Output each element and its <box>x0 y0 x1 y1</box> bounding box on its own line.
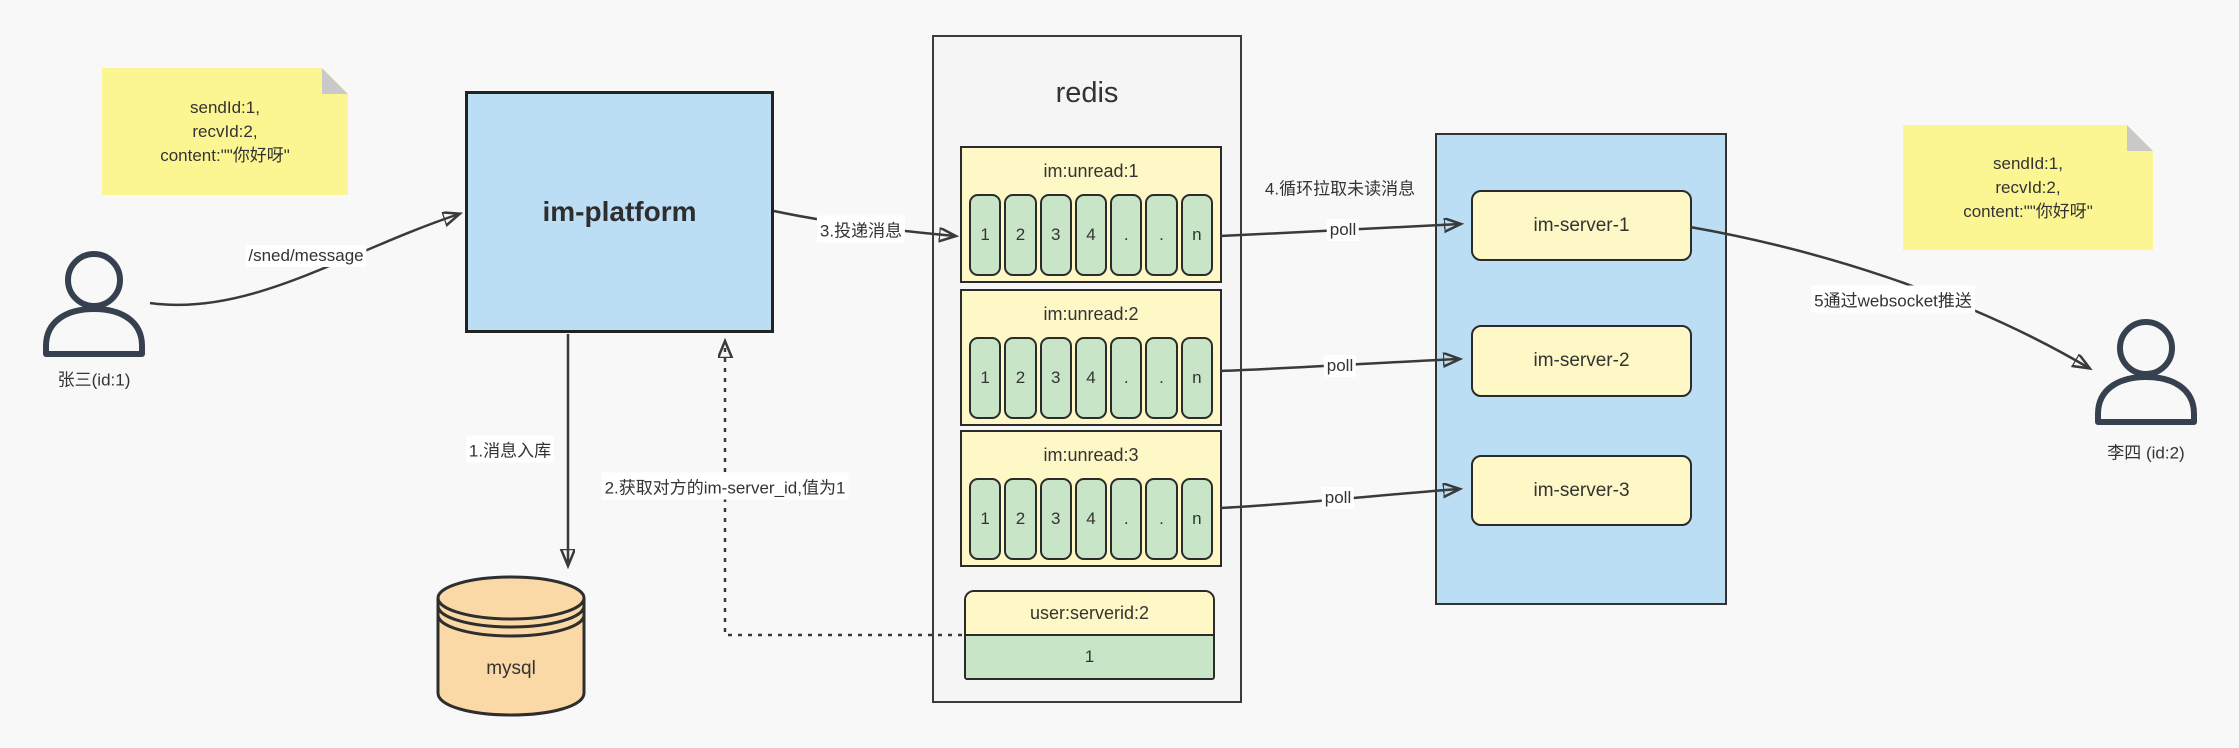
queue-label: im:unread:3 <box>1043 445 1139 465</box>
queue-cell: 2 <box>1004 478 1037 560</box>
user-serverid-label: user:serverid:2 <box>966 592 1213 636</box>
sender-user-icon <box>38 250 150 360</box>
queue-cell: 2 <box>1004 337 1037 419</box>
queue-cells: 1 2 3 4 . . n <box>962 194 1220 276</box>
user-serverid-value: 1 <box>966 636 1213 678</box>
edge-label-poll-2: poll <box>1323 355 1357 377</box>
note-line: recvId:2, <box>1995 177 2061 197</box>
edge-label-store: 1.消息入库 <box>465 435 555 463</box>
im-platform-box: im-platform <box>465 91 774 333</box>
queue-cell: . <box>1110 194 1143 276</box>
queue-cell: 3 <box>1039 478 1072 560</box>
queue-cells: 1 2 3 4 . . n <box>962 478 1220 560</box>
queue-cell: . <box>1145 478 1178 560</box>
queue-label: im:unread:1 <box>1043 161 1139 181</box>
receiver-message-note: sendId:1, recvId:2, content:""你好呀" <box>1903 125 2153 250</box>
queue-im-unread-1: im:unread:1 1 2 3 4 . . n <box>960 146 1222 283</box>
queue-cell: 4 <box>1074 194 1108 276</box>
queue-cell: . <box>1110 478 1143 560</box>
mysql-database-icon: mysql <box>435 572 587 718</box>
queue-cell: 3 <box>1039 194 1072 276</box>
im-server-1-box: im-server-1 <box>1471 190 1692 261</box>
edge-label-pull: 4.循环拉取未读消息 <box>1264 179 1416 199</box>
note-line: content:""你好呀" <box>1963 201 2093 221</box>
queue-cell: 1 <box>969 337 1002 419</box>
queue-cell: . <box>1110 337 1143 419</box>
receiver-user-icon <box>2090 318 2202 428</box>
sender-message-note: sendId:1, recvId:2, content:""你好呀" <box>102 68 348 195</box>
queue-cell: 4 <box>1074 478 1108 560</box>
edge-label-poll-3: poll <box>1321 487 1355 509</box>
queue-cell: n <box>1180 478 1213 560</box>
edge-label-deliver: 3.投递消息 <box>816 215 906 243</box>
edge-label-lookup: 2.获取对方的im-server_id,值为1 <box>601 472 849 500</box>
queue-cell: n <box>1180 337 1213 419</box>
im-server-3-box: im-server-3 <box>1471 455 1692 526</box>
sender-user-label: 张三(id:1) <box>57 370 131 390</box>
edge-label-send: /sned/message <box>245 245 367 267</box>
redis-title: redis <box>1055 77 1119 109</box>
queue-cell: 2 <box>1004 194 1037 276</box>
note-fold-corner-icon <box>2127 125 2153 151</box>
edge-label-poll-1: poll <box>1326 219 1360 241</box>
redis-panel: redis im:unread:1 1 2 3 4 . . n im:unrea… <box>932 35 1242 703</box>
queue-cell: n <box>1180 194 1213 276</box>
receiver-user-label: 李四 (id:2) <box>2107 443 2185 463</box>
queue-cell: 1 <box>969 478 1002 560</box>
queue-cell: 4 <box>1074 337 1108 419</box>
queue-im-unread-3: im:unread:3 1 2 3 4 . . n <box>960 430 1222 567</box>
note-line: content:""你好呀" <box>160 145 290 165</box>
im-server-2-box: im-server-2 <box>1471 325 1692 397</box>
im-server-cluster-panel: im-server-1 im-server-2 im-server-3 <box>1435 133 1727 605</box>
note-line: sendId:1, <box>190 97 260 117</box>
note-line: recvId:2, <box>192 121 258 141</box>
edge-label-push: 5通过websocket推送 <box>1811 285 1975 313</box>
mysql-label: mysql <box>486 658 536 679</box>
queue-label: im:unread:2 <box>1043 304 1139 324</box>
note-fold-corner-icon <box>322 68 348 94</box>
queue-im-unread-2: im:unread:2 1 2 3 4 . . n <box>960 289 1222 426</box>
user-serverid-map: user:serverid:2 1 <box>964 590 1215 680</box>
queue-cell: . <box>1145 194 1178 276</box>
queue-cell: . <box>1145 337 1178 419</box>
queue-cell: 3 <box>1039 337 1072 419</box>
queue-cells: 1 2 3 4 . . n <box>962 337 1220 419</box>
note-line: sendId:1, <box>1993 153 2063 173</box>
queue-cell: 1 <box>969 194 1002 276</box>
